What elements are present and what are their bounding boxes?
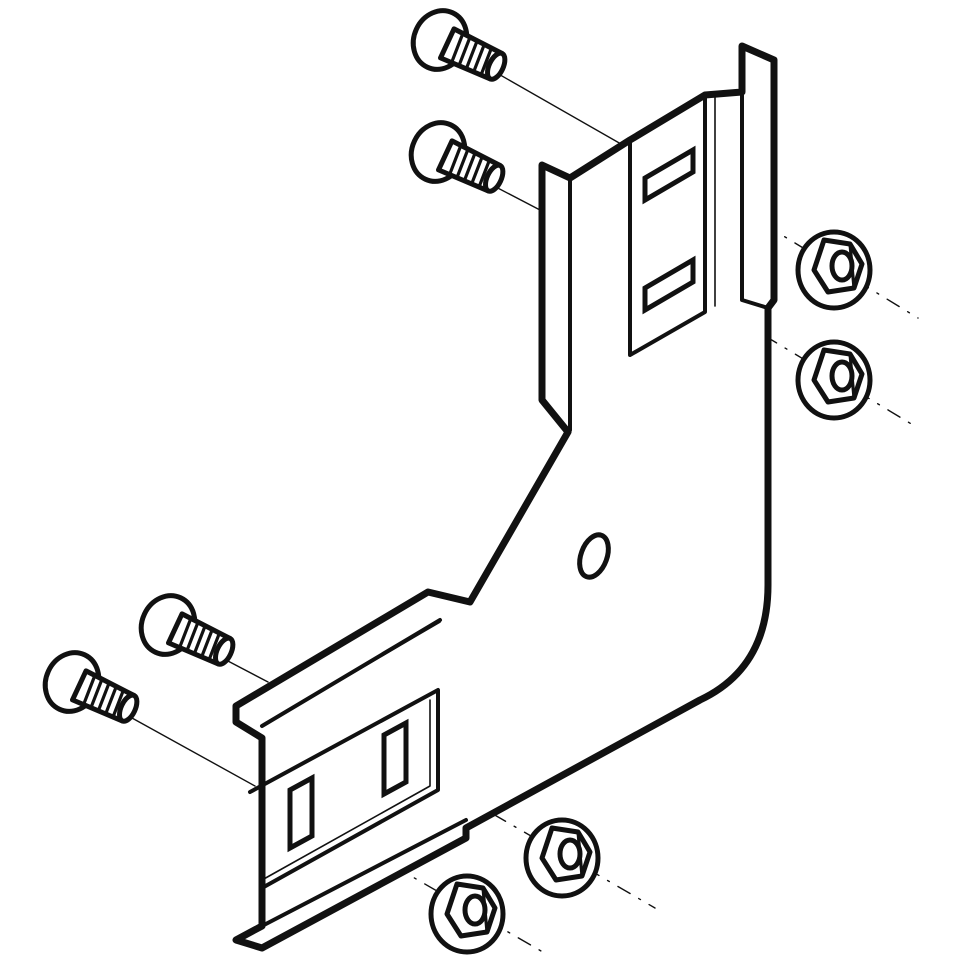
lower-slots: [287, 718, 409, 853]
bracket-plate: [232, 42, 778, 952]
nut-lower-2: [428, 873, 506, 955]
slot-lower-1: [287, 773, 315, 853]
axis-line-lower-1: [225, 659, 269, 683]
corner-bracket: [232, 42, 778, 952]
slot-upper-1: [642, 145, 696, 205]
axis-line-lower-2: [131, 717, 256, 787]
bolt-upper-2: [408, 120, 506, 194]
lower-rail-edge: [260, 818, 468, 928]
slot-lower-2: [381, 718, 409, 799]
nut-lower-1: [523, 817, 601, 899]
upper-rail-edge: [740, 90, 770, 310]
lower-flange-fold: [248, 688, 440, 890]
bolt-group: [42, 8, 508, 724]
nut-group: [428, 229, 873, 955]
lower-flange-inner-line: [261, 699, 431, 881]
slot-upper-2: [642, 255, 696, 315]
axis-line-upper-1: [494, 71, 629, 149]
upper-flange-fold: [628, 93, 707, 357]
bolt-lower-1: [138, 593, 236, 667]
center-hole: [577, 532, 611, 580]
bolt-lower-2: [42, 650, 140, 724]
nut-upper-1: [795, 229, 873, 311]
axis-line-upper-2: [491, 184, 541, 211]
upper-slots: [642, 145, 696, 315]
bolt-upper-1: [410, 8, 508, 82]
nut-upper-2: [795, 339, 873, 421]
lower-flange-bend-line: [275, 621, 441, 719]
